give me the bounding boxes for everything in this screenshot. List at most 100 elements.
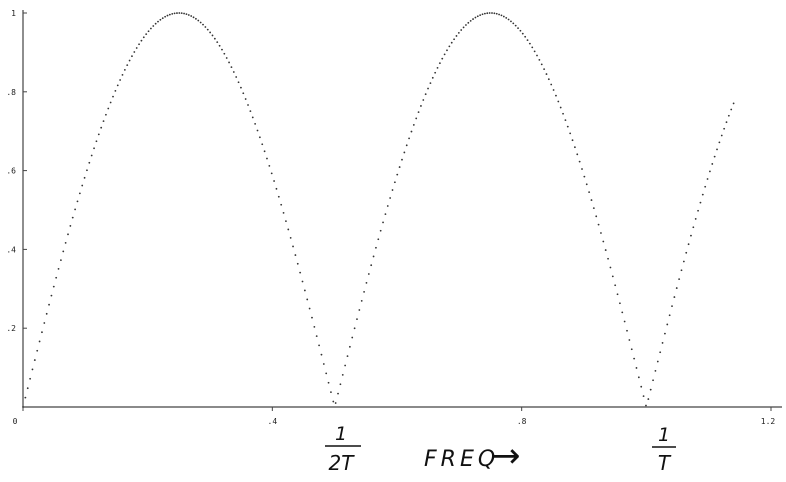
- data-point: [52, 285, 55, 288]
- data-point: [187, 14, 190, 16]
- data-point: [112, 95, 114, 98]
- data-point: [614, 284, 617, 287]
- data-point: [67, 233, 69, 236]
- data-point: [562, 112, 564, 115]
- data-point: [280, 203, 283, 206]
- data-point: [95, 140, 98, 143]
- data-point: [138, 43, 140, 46]
- data-point: [633, 357, 636, 360]
- data-point: [55, 276, 58, 279]
- data-point: [367, 273, 370, 275]
- data-point: [727, 114, 730, 117]
- data-point: [195, 17, 197, 20]
- y-axis-ticks: .2.4.6.81: [6, 9, 27, 333]
- data-point: [351, 336, 354, 339]
- data-point: [424, 93, 427, 96]
- data-point: [720, 134, 723, 137]
- data-point: [251, 116, 254, 119]
- data-point: [322, 363, 325, 365]
- data-point: [725, 121, 728, 124]
- data-point: [441, 57, 444, 60]
- data-point: [716, 148, 718, 151]
- data-point: [706, 178, 709, 180]
- data-point: [531, 46, 534, 49]
- data-point: [36, 349, 39, 352]
- data-point: [590, 199, 593, 201]
- data-point: [642, 395, 645, 398]
- data-point: [664, 332, 666, 335]
- data-point: [287, 228, 290, 231]
- data-point: [216, 41, 219, 44]
- data-point: [682, 260, 685, 263]
- data-point: [353, 327, 356, 330]
- data-point: [218, 44, 221, 47]
- data-point: [391, 189, 394, 191]
- data-point: [285, 220, 287, 223]
- data-point: [711, 163, 714, 165]
- data-point: [69, 225, 72, 227]
- data-point: [240, 86, 242, 89]
- data-point: [358, 309, 361, 311]
- data-point: [199, 21, 202, 24]
- data-point: [576, 153, 579, 156]
- data-point: [467, 21, 470, 24]
- data-point: [386, 205, 389, 207]
- data-point: [443, 53, 446, 56]
- data-point: [109, 101, 112, 104]
- data-point: [550, 83, 553, 86]
- data-point: [602, 240, 605, 243]
- data-point: [656, 360, 659, 363]
- data-point: [552, 89, 555, 91]
- data-point: [97, 133, 100, 136]
- data-point: [270, 172, 273, 175]
- data-point: [62, 250, 65, 253]
- data-point: [313, 325, 316, 328]
- data-point: [147, 30, 150, 33]
- data-point: [168, 13, 171, 16]
- data-point: [365, 282, 368, 284]
- freq-arrow-icon: →: [492, 436, 521, 476]
- data-point: [510, 20, 512, 23]
- data-point: [611, 275, 614, 278]
- data-point: [412, 124, 415, 126]
- data-point: [462, 26, 465, 29]
- data-point: [372, 255, 375, 258]
- data-point: [574, 146, 576, 149]
- data-point: [185, 13, 188, 16]
- data-point: [609, 266, 612, 269]
- data-point: [377, 238, 380, 241]
- data-point: [332, 400, 335, 403]
- data-point: [637, 376, 640, 379]
- data-point: [337, 392, 339, 395]
- data-point: [592, 207, 595, 210]
- data-point: [465, 24, 467, 26]
- data-point: [235, 76, 238, 78]
- data-point: [164, 15, 167, 18]
- data-point: [360, 299, 363, 302]
- data-point: [145, 33, 148, 36]
- data-point: [621, 311, 624, 314]
- data-point: [483, 12, 486, 15]
- data-point: [583, 175, 586, 178]
- data-point: [211, 34, 214, 37]
- data-point: [401, 158, 403, 161]
- data-point: [429, 82, 432, 84]
- data-point: [623, 320, 626, 323]
- data-point: [619, 302, 621, 305]
- data-point: [247, 104, 249, 106]
- data-point: [486, 12, 489, 15]
- data-point: [166, 14, 169, 17]
- data-point: [131, 55, 133, 58]
- data-point: [559, 106, 562, 109]
- data-point: [74, 208, 77, 211]
- data-point: [86, 169, 88, 172]
- data-point: [277, 195, 280, 198]
- data-point: [607, 257, 609, 260]
- data-point: [701, 193, 704, 196]
- data-point: [237, 81, 240, 84]
- data-point: [289, 237, 292, 239]
- data-point: [436, 66, 439, 69]
- data-point: [76, 200, 79, 203]
- data-point: [102, 120, 105, 123]
- data-point: [173, 12, 176, 15]
